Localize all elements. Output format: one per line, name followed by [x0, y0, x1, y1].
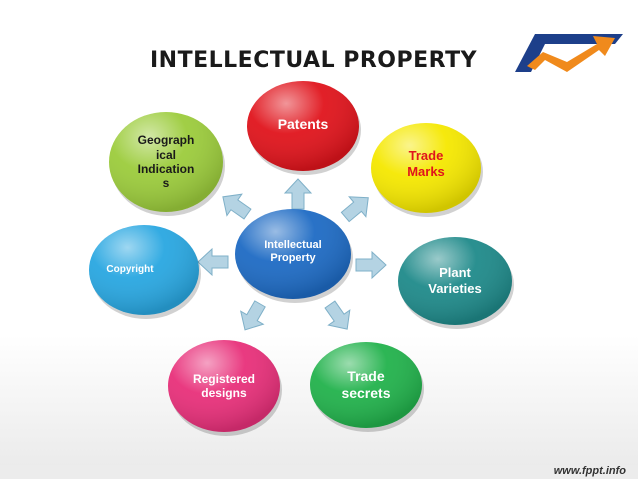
- connector-arrow-icon: [340, 196, 369, 223]
- node-registered-designs: [168, 340, 282, 436]
- connector-arrow-icon: [197, 247, 229, 277]
- connector-arrow-icon: [355, 250, 387, 280]
- node-trade-secrets: [310, 342, 424, 432]
- node-patents: [247, 81, 361, 175]
- logo-icon: [515, 34, 623, 72]
- node-plant-varieties: [398, 237, 514, 329]
- node-geographical-indications: [109, 112, 225, 216]
- node-copyright: [89, 225, 201, 319]
- connector-arrow-icon: [324, 300, 351, 330]
- connector-arrow-icon: [283, 178, 313, 210]
- connector-arrow-icon: [239, 300, 266, 331]
- node-trade-marks: [371, 123, 483, 217]
- footer-url: www.fppt.info: [553, 465, 626, 477]
- node-label-patents: Patents: [277, 115, 329, 132]
- page-title: INTELLECTUAL PROPERTY: [150, 48, 478, 73]
- connector-arrow-icon: [222, 193, 252, 220]
- node-center: [235, 209, 353, 303]
- node-label-copyright: Copyright: [106, 264, 154, 275]
